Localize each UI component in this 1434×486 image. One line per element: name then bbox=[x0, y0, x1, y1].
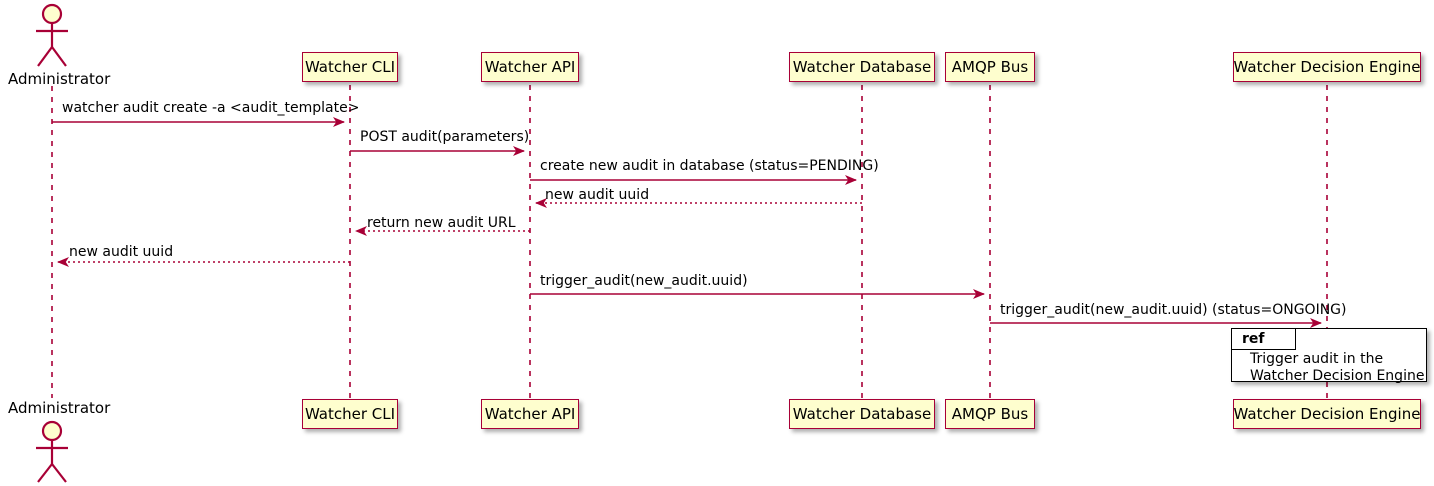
participant-label: AMQP Bus bbox=[951, 57, 1029, 76]
ref-fragment-tab-label: ref bbox=[1242, 331, 1265, 347]
message-label-6: new audit uuid bbox=[69, 244, 174, 260]
participant-box-watcher-decision-engine-bottom[interactable]: Watcher Decision Engine bbox=[1233, 399, 1421, 429]
participant-label: Watcher API bbox=[484, 404, 576, 423]
actor-label-administrator-top: Administrator bbox=[8, 70, 111, 88]
participant-box-watcher-api-top[interactable]: Watcher API bbox=[481, 52, 579, 82]
participant-box-watcher-database-top[interactable]: Watcher Database bbox=[789, 52, 935, 82]
message-label-8: trigger_audit(new_audit.uuid) (status=ON… bbox=[1000, 302, 1347, 318]
actor-label-administrator-bottom: Administrator bbox=[8, 399, 111, 417]
participant-label: Watcher CLI bbox=[304, 404, 396, 423]
ref-fragment-line-1: Trigger audit in the bbox=[1250, 351, 1384, 367]
participant-box-watcher-decision-engine-top[interactable]: Watcher Decision Engine bbox=[1233, 52, 1421, 82]
message-label-4: new audit uuid bbox=[545, 187, 650, 203]
participant-box-watcher-api-bottom[interactable]: Watcher API bbox=[481, 399, 579, 429]
participant-label: Watcher Decision Engine bbox=[1233, 404, 1421, 423]
participant-box-watcher-cli-top[interactable]: Watcher CLI bbox=[302, 52, 398, 82]
actor-administrator-top-glyph bbox=[36, 3, 68, 67]
participant-box-amqp-bus-bottom[interactable]: AMQP Bus bbox=[945, 399, 1035, 429]
participant-label: AMQP Bus bbox=[951, 404, 1029, 423]
lifelines bbox=[51, 85, 1328, 399]
participant-label: Watcher CLI bbox=[304, 57, 396, 76]
participant-box-amqp-bus-top[interactable]: AMQP Bus bbox=[945, 52, 1035, 82]
participant-label: Watcher Database bbox=[792, 57, 932, 76]
message-label-3: create new audit in database (status=PEN… bbox=[540, 158, 879, 174]
participant-label: Watcher API bbox=[484, 57, 576, 76]
actor-administrator-bottom-glyph bbox=[36, 420, 68, 483]
ref-fragment-tab bbox=[1232, 329, 1296, 350]
ref-fragment-box: ref Trigger audit in the Watcher Decisio… bbox=[1231, 328, 1427, 384]
ref-fragment-line-2: Watcher Decision Engine bbox=[1250, 368, 1425, 384]
message-label-7: trigger_audit(new_audit.uuid) bbox=[540, 273, 748, 289]
participant-label: Watcher Decision Engine bbox=[1233, 57, 1421, 76]
participant-box-watcher-cli-bottom[interactable]: Watcher CLI bbox=[302, 399, 398, 429]
message-label-1: watcher audit create -a <audit_template> bbox=[62, 100, 360, 116]
message-label-2: POST audit(parameters) bbox=[360, 129, 530, 145]
message-label-5: return new audit URL bbox=[367, 215, 516, 231]
message-arrows bbox=[52, 117, 1322, 328]
participant-label: Watcher Database bbox=[792, 404, 932, 423]
participant-box-watcher-database-bottom[interactable]: Watcher Database bbox=[789, 399, 935, 429]
